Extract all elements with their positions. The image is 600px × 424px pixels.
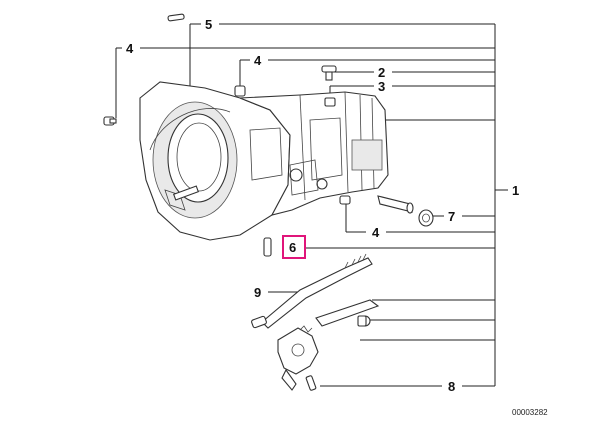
callout-1: 1 (512, 183, 519, 198)
highlight-box-6[interactable] (282, 235, 306, 259)
bolt-part-4a (103, 116, 117, 126)
callout-9: 9 (254, 285, 261, 300)
bolt-part-4b (234, 85, 246, 97)
bolt-part-4c (339, 195, 351, 205)
callout-7: 7 (448, 209, 455, 224)
selector-linkage-drawing (251, 253, 380, 391)
callout-4-lower: 4 (372, 225, 380, 240)
callout-8: 8 (448, 379, 455, 394)
callout-5: 5 (205, 17, 212, 32)
transmission-assembly-drawing (103, 13, 434, 257)
callout-6[interactable]: 6 (289, 240, 296, 255)
callout-3: 3 (378, 79, 385, 94)
leader-lines (115, 23, 508, 387)
callout-4-second: 4 (254, 53, 262, 68)
document-number: 00003282 (512, 408, 548, 417)
callout-labels: 5 4 4 2 3 1 7 4 6 9 8 (122, 16, 519, 394)
callout-2: 2 (378, 65, 385, 80)
callout-4-top: 4 (126, 41, 134, 56)
